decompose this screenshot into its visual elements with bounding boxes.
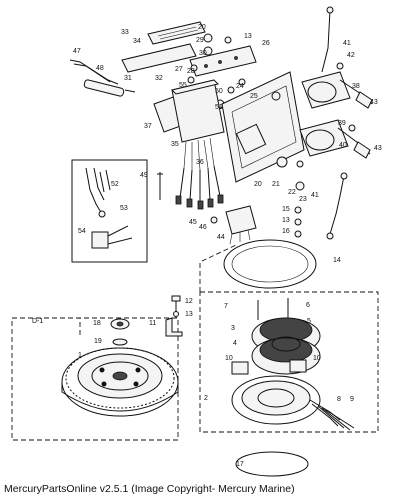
callout-1: 1 xyxy=(78,352,82,359)
callout-34: 34 xyxy=(133,38,141,45)
callout-3: 3 xyxy=(231,325,235,332)
switch-box xyxy=(153,79,225,171)
callout-20-top: 20 xyxy=(198,24,206,31)
callout-46: 46 xyxy=(199,224,207,231)
ignition-bracket xyxy=(221,71,305,191)
callout-24: 24 xyxy=(236,83,244,90)
callout-48: 48 xyxy=(96,65,104,72)
callout-42: 42 xyxy=(347,52,355,59)
trigger-plate xyxy=(231,359,355,431)
callout-50: 50 xyxy=(215,88,223,95)
callout-4: 4 xyxy=(233,340,237,347)
callout-d1: D-1 xyxy=(32,318,43,325)
callout-18: 18 xyxy=(93,320,101,327)
flywheel-nut xyxy=(110,318,130,346)
stator xyxy=(251,317,321,375)
callout-43-top: 43 xyxy=(370,99,378,106)
callout-23: 23 xyxy=(299,196,307,203)
rectifier xyxy=(210,205,257,245)
ground-wire xyxy=(326,172,348,240)
callout-10-left: 10 xyxy=(225,355,233,362)
callout-5: 5 xyxy=(307,318,311,325)
callout-19: 19 xyxy=(94,338,102,345)
callout-22: 22 xyxy=(288,189,296,196)
callout-29: 29 xyxy=(196,37,204,44)
callout-26: 26 xyxy=(262,40,270,47)
callout-2: 2 xyxy=(204,395,208,402)
callout-13-bottom: 13 xyxy=(185,311,193,318)
callout-13-mid: 13 xyxy=(282,217,290,224)
callout-41-top: 41 xyxy=(343,40,351,47)
copyright-caption: MercuryPartsOnline v2.5.1 (Image Copyrig… xyxy=(4,483,295,495)
callout-17: 17 xyxy=(236,461,244,468)
callout-13-top: 13 xyxy=(244,33,252,40)
mounting-plates xyxy=(121,21,257,77)
callout-25: 25 xyxy=(250,93,258,100)
callout-10-right: 10 xyxy=(313,355,321,362)
callout-49: 49 xyxy=(140,172,148,179)
callout-40: 40 xyxy=(339,142,347,149)
exploded-parts-diagram: 1 2 3 4 5 6 7 8 9 10 10 11 12 13 13 13 1… xyxy=(11,6,382,477)
callout-31: 31 xyxy=(124,75,132,82)
callout-9: 9 xyxy=(350,396,354,403)
callout-14: 14 xyxy=(333,257,341,264)
callout-12: 12 xyxy=(185,298,193,305)
callout-43-bottom: 43 xyxy=(374,145,382,152)
ignition-coils xyxy=(299,6,373,159)
callout-55: 55 xyxy=(179,82,187,89)
callout-6: 6 xyxy=(306,302,310,309)
cover-plate xyxy=(235,451,309,477)
callout-20-bottom: 20 xyxy=(254,181,262,188)
callout-39: 39 xyxy=(338,120,346,127)
callout-35: 35 xyxy=(171,141,179,148)
callout-labels: 1 2 3 4 5 6 7 8 9 10 10 11 12 13 13 13 1… xyxy=(32,24,382,468)
callout-54: 54 xyxy=(78,228,86,235)
callout-32: 32 xyxy=(155,75,163,82)
tie-strap xyxy=(157,172,163,200)
spark-plug-lead xyxy=(69,59,136,97)
callout-44: 44 xyxy=(217,234,225,241)
small-hardware-top xyxy=(185,33,246,109)
callout-28: 28 xyxy=(187,68,195,75)
flywheel-group-boundary xyxy=(11,317,179,441)
callout-37: 37 xyxy=(144,123,152,130)
callout-15: 15 xyxy=(282,206,290,213)
assembly-boundaries xyxy=(11,244,379,441)
callout-47: 47 xyxy=(73,48,81,55)
callout-53: 53 xyxy=(120,205,128,212)
inset-detail xyxy=(71,159,148,263)
callout-27: 27 xyxy=(175,66,183,73)
flywheel xyxy=(61,347,179,417)
callout-8: 8 xyxy=(337,396,341,403)
callout-51: 51 xyxy=(215,104,223,111)
callout-16: 16 xyxy=(282,228,290,235)
callout-38: 38 xyxy=(352,83,360,90)
callout-36: 36 xyxy=(196,159,204,166)
callout-11: 11 xyxy=(149,320,156,327)
callout-41-bottom: 41 xyxy=(311,192,319,199)
stator-to-bracket-leader xyxy=(199,244,237,292)
callout-7: 7 xyxy=(224,303,228,310)
callout-52: 52 xyxy=(111,181,119,188)
callout-30: 30 xyxy=(199,50,207,57)
callout-21: 21 xyxy=(272,181,280,188)
stator-ring xyxy=(223,206,317,289)
callout-33: 33 xyxy=(121,29,129,36)
small-hardware-bottom xyxy=(165,295,289,337)
wire-harness xyxy=(175,165,224,210)
callout-45: 45 xyxy=(189,219,197,226)
